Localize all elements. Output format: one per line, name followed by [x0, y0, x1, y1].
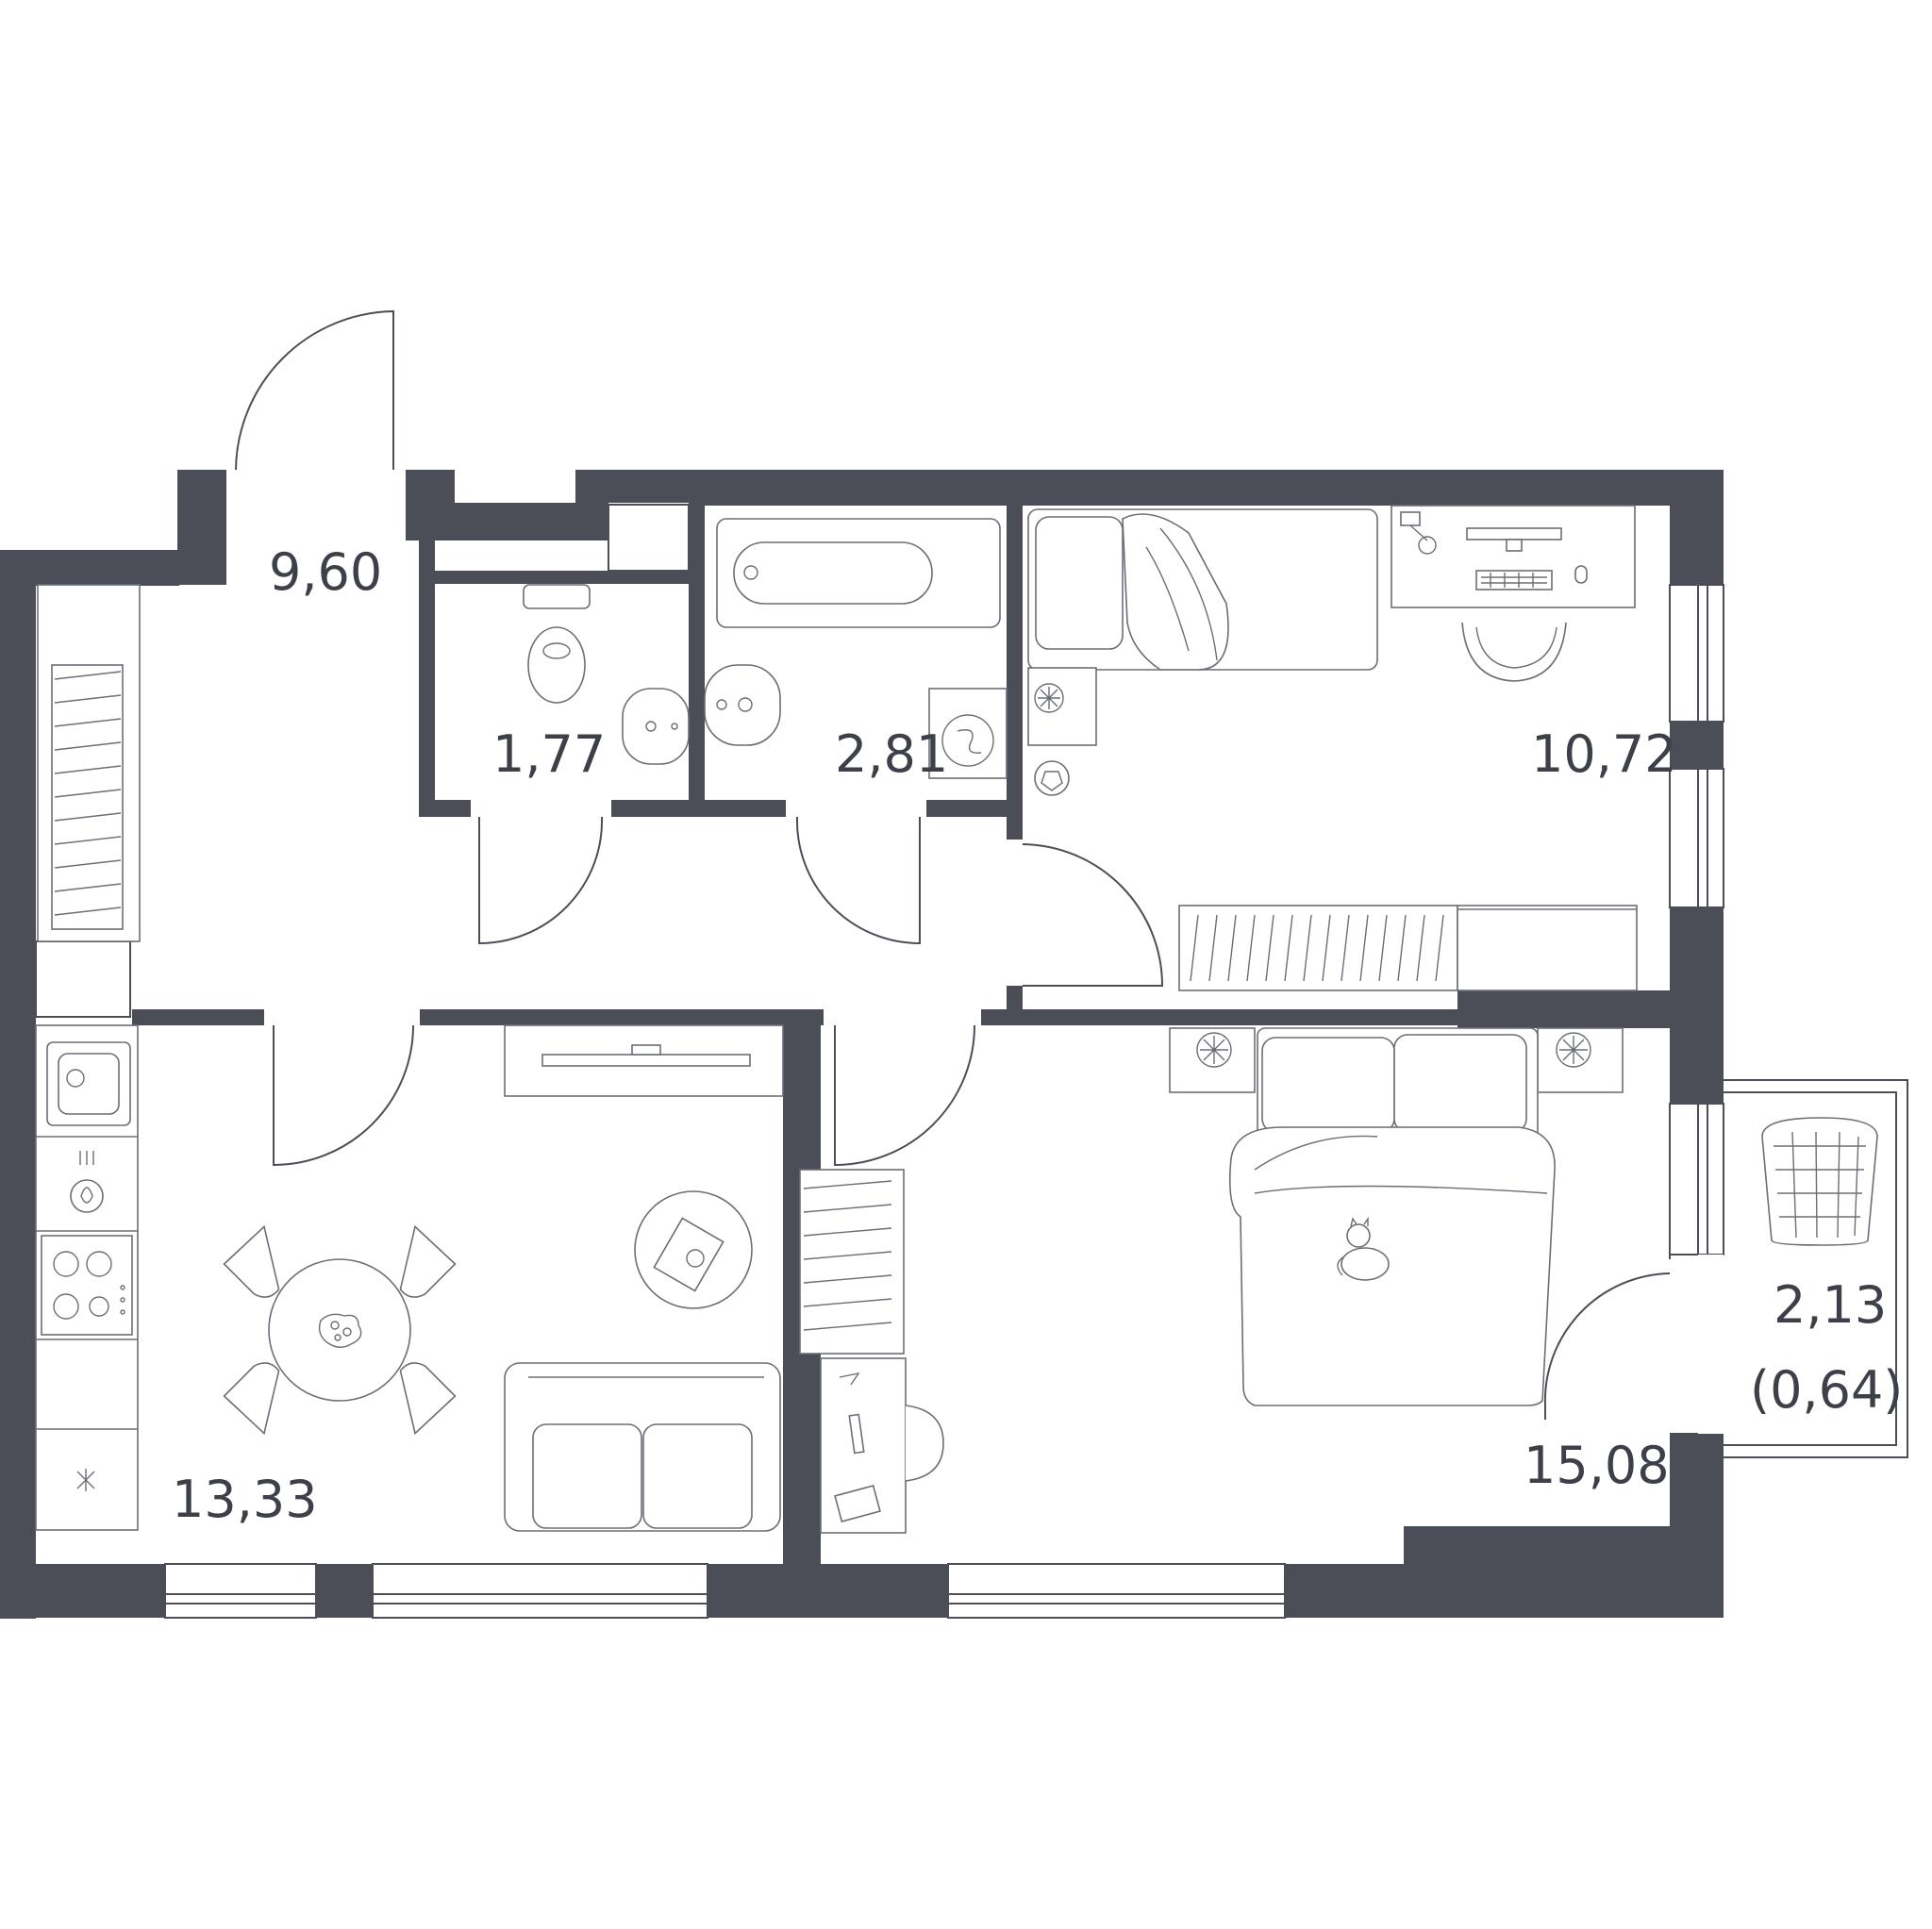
shaft-fill	[608, 503, 689, 574]
small-bedroom-area-label: 10,72	[1531, 724, 1677, 784]
toilet-door	[478, 816, 604, 945]
wall-bottom-1	[0, 1564, 165, 1618]
football-icon	[1034, 760, 1070, 796]
wall-entry-left	[177, 470, 226, 585]
bathroom-door	[795, 816, 921, 945]
kitchen-sink-icon	[46, 1041, 131, 1126]
window-small-bedroom-2	[1669, 768, 1724, 908]
wall-bottom-3	[708, 1564, 948, 1618]
wall-wc-top	[435, 571, 689, 584]
cat-icon	[1337, 1216, 1390, 1281]
chair-icon	[399, 1224, 457, 1298]
niche-fill	[36, 941, 130, 1022]
balcony-reduced-area-label: (0,64)	[1750, 1360, 1903, 1420]
wall-bottom-2	[316, 1564, 373, 1618]
wall-wc-left	[419, 540, 435, 817]
wall-wc-bottom-1	[419, 800, 471, 817]
kitchen-door	[273, 1024, 414, 1167]
desk-icon	[1391, 505, 1636, 608]
wardrobe-icon	[1178, 905, 1638, 991]
sofa-icon	[504, 1362, 781, 1532]
chair-icon	[223, 1362, 280, 1436]
toilet-icon	[523, 584, 591, 704]
bathtub-icon	[716, 518, 1001, 628]
nightstand-icon	[1169, 1027, 1256, 1093]
wall-top-wc	[406, 503, 608, 540]
nightstand-icon	[1537, 1027, 1624, 1093]
wall-bath-bottom	[926, 800, 1011, 817]
tv-icon	[504, 1024, 784, 1097]
wall-right-2	[1670, 722, 1724, 769]
laundry-basket-icon	[1761, 1117, 1878, 1246]
balcony	[1724, 1079, 1908, 1458]
toilet-area-label: 1,77	[492, 724, 606, 784]
bedroom-door	[834, 1024, 975, 1167]
balcony-area-label: 2,13	[1774, 1275, 1887, 1335]
wardrobe-icon	[37, 584, 141, 942]
balcony-door	[1669, 1103, 1724, 1256]
doors	[235, 309, 1671, 1420]
coffee-table-icon	[634, 1190, 753, 1309]
chair-icon	[399, 1362, 457, 1436]
wardrobe-icon	[799, 1169, 905, 1355]
sink-icon	[622, 688, 690, 765]
chair-icon	[223, 1224, 280, 1298]
wall-top-left	[0, 550, 179, 586]
desk-icon	[820, 1357, 944, 1534]
monitor-icon	[1466, 527, 1562, 552]
window-small-bedroom-1	[1669, 584, 1724, 723]
fridge-icon	[76, 1469, 95, 1491]
balcony-opening	[1670, 1255, 1724, 1434]
washing-machine-icon	[928, 688, 1008, 779]
chair-icon	[1461, 622, 1567, 682]
wall-mid-1	[132, 1009, 264, 1025]
kitchen-living-area-label: 13,33	[172, 1470, 318, 1529]
hob-icon	[41, 1235, 133, 1336]
hood-icon	[70, 1151, 104, 1213]
bath-sink-icon	[704, 664, 781, 746]
keyboard-icon	[1475, 565, 1588, 590]
table-icon	[268, 1258, 411, 1402]
bathroom-area-label: 2,81	[835, 724, 948, 784]
window-kitchen-2	[372, 1563, 708, 1619]
balcony-door-swing	[1543, 1250, 1671, 1406]
window-kitchen-1	[164, 1563, 317, 1619]
wall-right-corner	[1404, 1526, 1724, 1618]
windows	[164, 584, 1724, 1619]
wall-bedroom-stub	[1007, 817, 1023, 840]
hallway-area-label: 9,60	[269, 542, 382, 602]
area-labels: 9,60 1,77 2,81 10,72 13,33 15,08 2,13 (0…	[172, 542, 1903, 1529]
nightstand-icon	[1027, 667, 1097, 746]
wall-bedroom-stub-2	[1007, 986, 1023, 1009]
wall-mid-right	[1457, 990, 1724, 1028]
small-bedroom-door	[1022, 843, 1164, 987]
main-bedroom-area-label: 15,08	[1524, 1436, 1670, 1495]
entrance-door	[235, 309, 394, 471]
wall-left	[0, 550, 36, 1619]
wall-bath-right	[1007, 506, 1023, 817]
window-bedroom	[947, 1563, 1286, 1619]
wall-mid-2	[420, 1009, 824, 1025]
walls	[0, 470, 1724, 1619]
bed-icon	[1228, 1027, 1556, 1406]
wall-bottom-4	[1285, 1564, 1407, 1618]
lamp-icon	[1400, 511, 1437, 555]
bed-icon	[1027, 508, 1378, 671]
wall-right-1	[1670, 470, 1724, 585]
wall-wc-bath	[689, 506, 705, 817]
